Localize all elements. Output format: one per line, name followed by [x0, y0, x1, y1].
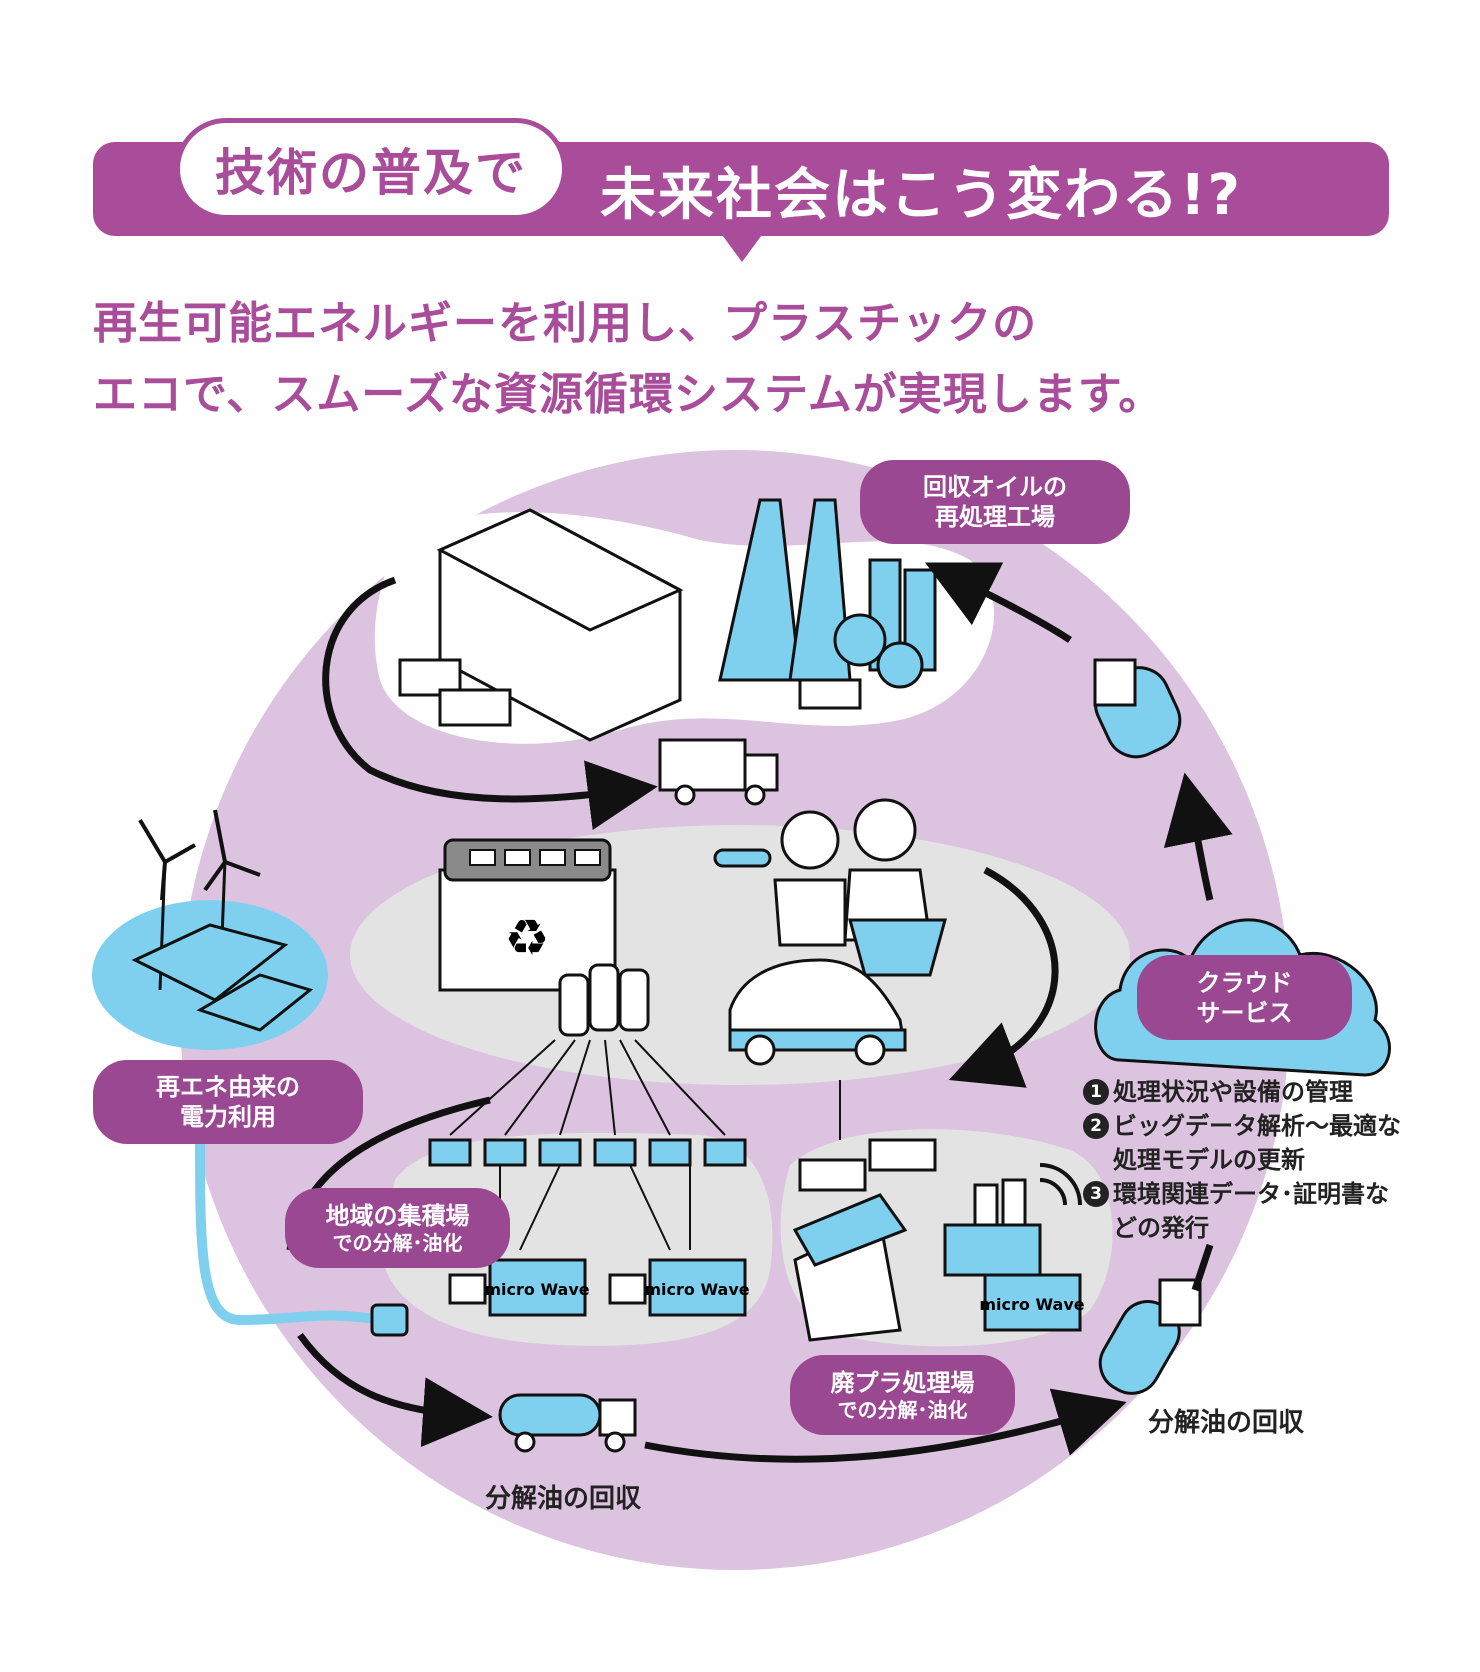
- label-regional-hub-line2: での分解･油化: [332, 1230, 463, 1255]
- label-renewable-power-line1: 再エネ由来の: [156, 1073, 300, 1101]
- list-item-number: 3: [1083, 1181, 1109, 1207]
- list-item-number: 1: [1083, 1079, 1109, 1105]
- label-oil-factory: 回収オイルの 再処理工場: [860, 460, 1130, 544]
- label-cloud-service-line2: サービス: [1196, 998, 1293, 1027]
- svg-text:♻: ♻: [505, 909, 550, 967]
- subtitle-line-1: 再生可能エネルギーを利用し、プラスチックの: [93, 298, 1038, 349]
- subtitle-line-2: エコで、スムーズな資源循環システムが実現します。: [93, 369, 1164, 420]
- list-item-text: ビッグデータ解析〜最適な処理モデルの更新: [1113, 1112, 1401, 1174]
- list-item: 1 処理状況や設備の管理: [1083, 1075, 1403, 1109]
- label-waste-plant-line2: での分解･油化: [837, 1397, 968, 1422]
- label-regional-hub-line1: 地域の集積場: [325, 1201, 470, 1230]
- power-plug-icon: [370, 1303, 409, 1337]
- list-item-text: 環境関連データ･証明書などの発行: [1113, 1180, 1389, 1242]
- label-waste-plant-line1: 廃プラ処理場: [830, 1368, 975, 1397]
- tanker-truck-bottom: [498, 1393, 637, 1453]
- label-renewable-power: 再エネ由来の 電力利用: [93, 1060, 363, 1144]
- label-renewable-power-line2: 電力利用: [180, 1103, 276, 1131]
- power-cable: [195, 1134, 381, 1326]
- microwave-units: [448, 1258, 1082, 1332]
- plastic-bottles: [558, 963, 650, 1037]
- list-item-number: 2: [1083, 1113, 1109, 1139]
- car: [728, 958, 907, 1066]
- label-waste-plant: 廃プラ処理場 での分解･油化: [790, 1355, 1015, 1435]
- header-pointer: [720, 232, 764, 262]
- label-oil-factory-line2: 再処理工場: [935, 503, 1055, 531]
- distribution-lines: [449, 1039, 841, 1251]
- label-regional-hub: 地域の集積場 での分解･油化: [285, 1188, 510, 1268]
- list-item: 3 環境関連データ･証明書などの発行: [1083, 1177, 1403, 1245]
- microwave-label-1: micro Wave: [484, 1280, 589, 1299]
- label-cloud-service: クラウド サービス: [1137, 955, 1352, 1040]
- caption-oil-collection-right: 分解油の回収: [1148, 1408, 1305, 1438]
- microwave-label-2: micro Wave: [644, 1280, 749, 1299]
- label-cloud-service-line1: クラウド: [1196, 968, 1293, 997]
- collection-bins: [428, 1138, 747, 1167]
- list-item: 2 ビッグデータ解析〜最適な処理モデルの更新: [1083, 1109, 1403, 1177]
- header-pill: 技術の普及で: [175, 118, 567, 220]
- tanker-truck-right-upper: [1093, 658, 1182, 759]
- cloud-service-list: 1 処理状況や設備の管理 2 ビッグデータ解析〜最適な処理モデルの更新 3 環境…: [1083, 1075, 1403, 1245]
- delivery-truck: [658, 738, 779, 806]
- recycle-box: ♻: [438, 838, 617, 992]
- caption-oil-collection-bottom: 分解油の回収: [485, 1484, 642, 1514]
- label-oil-factory-line1: 回収オイルの: [923, 473, 1067, 501]
- list-item-text: 処理状況や設備の管理: [1113, 1078, 1353, 1106]
- people-illustration: [713, 798, 947, 977]
- waste-plant-illustration: [792, 1138, 1082, 1342]
- page-title: 未来社会はこう変わる!?: [600, 162, 1243, 228]
- microwave-label-3: micro Wave: [979, 1295, 1084, 1314]
- renewable-energy-illustration: [92, 809, 328, 1050]
